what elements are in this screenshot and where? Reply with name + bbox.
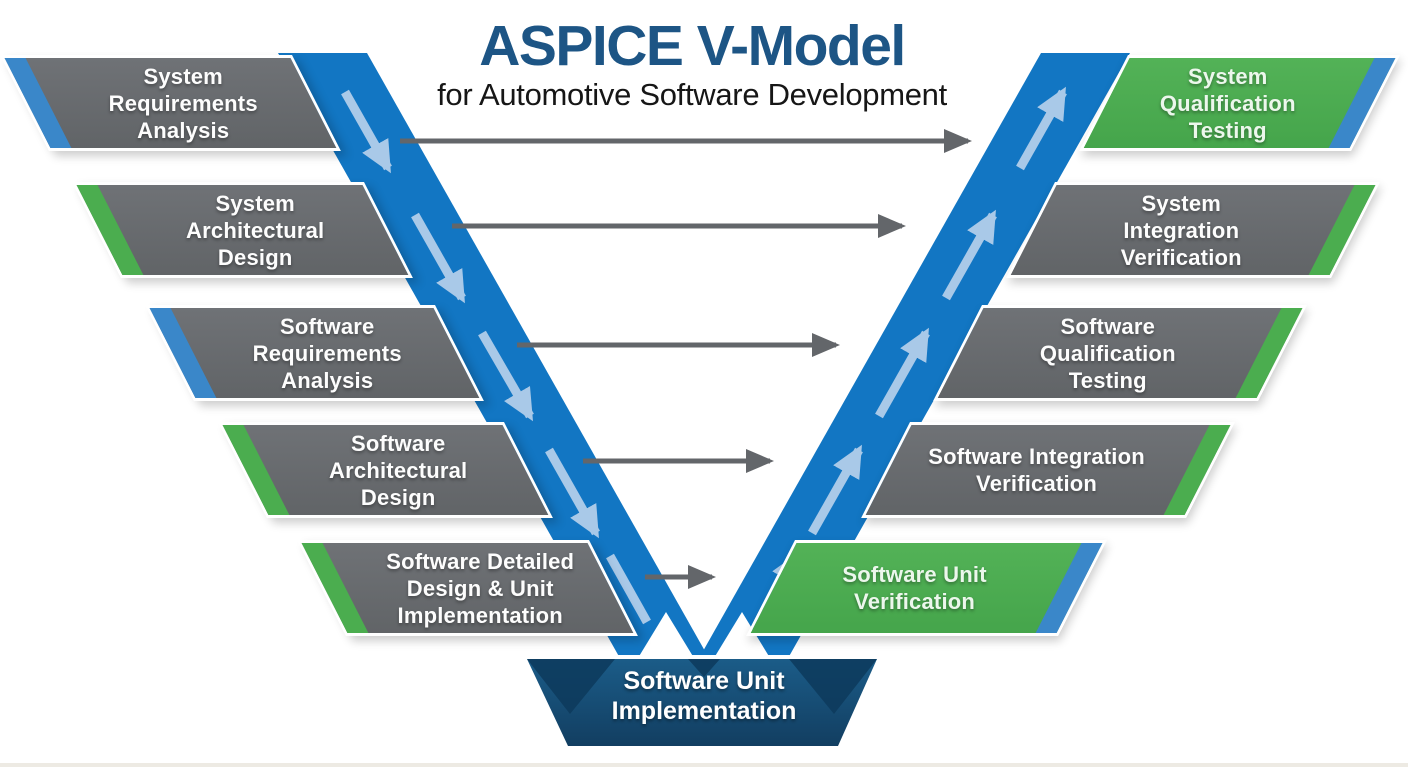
phase-box-software-requirements-analysis: Software Requirements Analysis (145, 305, 484, 401)
flow-arrow-up-icon (942, 209, 997, 301)
phase-label: Software Qualification Testing (1040, 313, 1176, 393)
phase-box-software-architectural-design: Software Architectural Design (218, 422, 553, 518)
phase-box-system-integration-verification: System Integration Verification (1006, 182, 1380, 278)
trapezoid-fold-right (789, 659, 877, 714)
flow-arrow-up-icon (875, 327, 930, 419)
phase-label: Software Integration Verification (927, 444, 1145, 496)
flow-arrow-up-icon (808, 444, 863, 536)
phase-box-software-detailed-design-unit-implementation: Software Detailed Design & Unit Implemen… (297, 540, 638, 636)
phase-box-software-qualification-testing: Software Qualification Testing (933, 305, 1307, 401)
flow-arrow-down-icon (341, 89, 392, 174)
leg-notch (638, 612, 694, 658)
bottom-edge-rule (0, 763, 1408, 767)
flow-arrow-down-icon (545, 447, 600, 539)
phase-label: Software Architectural Design (328, 430, 467, 510)
flow-arrow-tail (606, 553, 651, 625)
phase-box-software-unit-verification: Software Unit Verification (746, 540, 1107, 636)
header: ASPICE V-Model for Automotive Software D… (0, 18, 1396, 113)
trapezoid-fold-left (527, 659, 615, 714)
phase-label: Software Detailed Design & Unit Implemen… (385, 548, 574, 628)
trapezoid-fold-center (688, 659, 720, 677)
phase-box-software-integration-verification: Software Integration Verification (861, 422, 1235, 518)
phase-label: System Integration Verification (1120, 190, 1242, 270)
phase-box-software-unit-implementation: Software Unit Implementation (611, 667, 797, 725)
flow-arrow-down-icon (478, 330, 534, 422)
phase-label: System Architectural Design (185, 190, 324, 270)
base-trapezoid (527, 659, 877, 746)
phase-box-system-architectural-design: System Architectural Design (72, 182, 413, 278)
flow-arrow-down-icon (411, 212, 466, 304)
phase-label: Software Unit Verification (842, 562, 987, 614)
phase-label: Software Requirements Analysis (251, 313, 402, 393)
leg-notch (714, 612, 770, 658)
page-subtitle: for Automotive Software Development (437, 77, 947, 112)
page-title: ASPICE V-Model (479, 14, 906, 78)
flow-arrow-up-icon (1016, 86, 1067, 171)
